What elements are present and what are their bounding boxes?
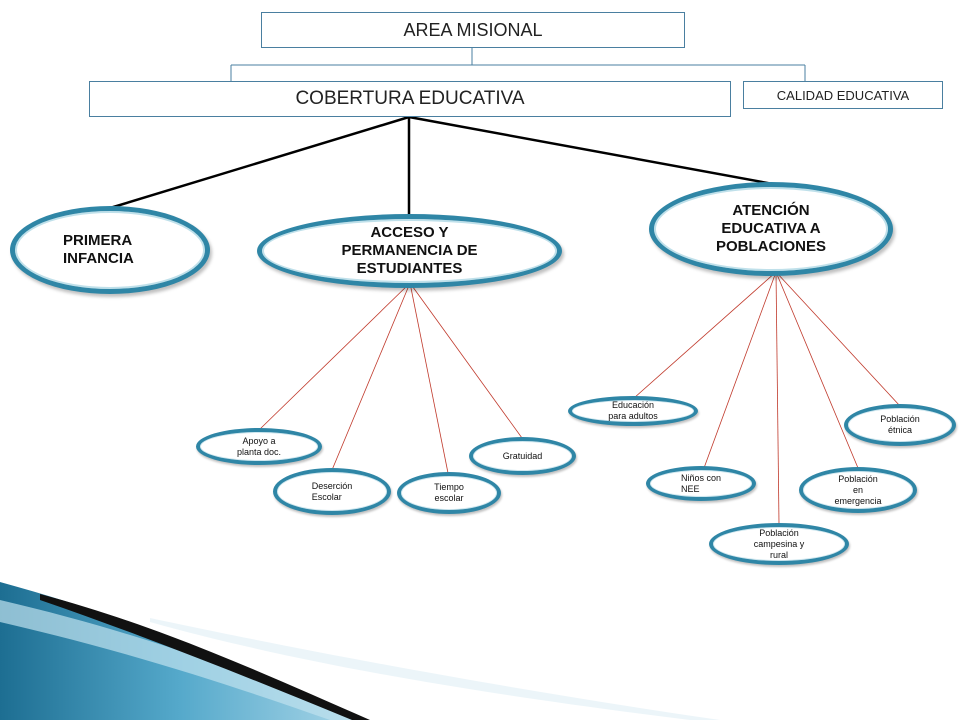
calidad-educativa-box: CALIDAD EDUCATIVA [743,81,943,109]
connector-to-etnica [775,271,901,407]
area-misional-label: AREA MISIONAL [403,19,543,40]
connector-to-desercion [331,282,411,471]
cobertura-educativa-label: COBERTURA EDUCATIVA [295,88,525,109]
atencion-poblaciones-label: ATENCIÓN EDUCATIVA A POBLACIONES [715,202,826,255]
poblacion-emergencia-label: Población en emergencia [834,473,882,506]
apoyo-planta-node: Apoyo a planta doc. [196,428,322,465]
ninos-nee-label: Niños con NEE [680,472,722,494]
cobertura-educativa-box: COBERTURA EDUCATIVA [89,81,731,117]
connector-to-gratuidad [409,282,523,439]
calidad-educativa-label: CALIDAD EDUCATIVA [776,87,910,103]
atencion-poblaciones-node: ATENCIÓN EDUCATIVA A POBLACIONES [649,182,893,276]
desercion-escolar-node: Deserción Escolar [273,468,391,515]
gratuidad-label: Gratuidad [502,450,543,461]
area-misional-box: AREA MISIONAL [261,12,685,48]
tiempo-escolar-node: Tiempo escolar [397,472,501,514]
educacion-adultos-label: Educación para adultos [608,400,658,421]
acceso-permanencia-label: ACCESO Y PERMANENCIA DE ESTUDIANTES [341,224,478,277]
connector-to-primera-infancia [109,115,410,210]
poblacion-etnica-node: Población étnica [844,404,956,446]
connector-to-adultos [633,271,777,399]
poblacion-campesina-label: Población campesina y rural [753,527,805,560]
educacion-adultos-node: Educación para adultos [568,396,698,426]
acceso-permanencia-node: ACCESO Y PERMANENCIA DE ESTUDIANTES [257,214,562,288]
connector-to-nee [703,271,777,469]
primera-infancia-node: PRIMERA INFANCIA [10,206,210,294]
apoyo-planta-label: Apoyo a planta doc. [236,435,282,457]
connector-to-emergencia [775,271,859,469]
gratuidad-node: Gratuidad [469,437,576,475]
poblacion-campesina-node: Población campesina y rural [709,523,849,565]
desercion-escolar-label: Deserción Escolar [311,480,353,502]
poblacion-emergencia-node: Población en emergencia [799,467,917,513]
decorative-swoosh [0,582,720,720]
connector-to-campesina [775,271,780,525]
tiempo-escolar-label: Tiempo escolar [434,482,464,503]
connector-to-tiempo [409,282,449,474]
connector-to-atencion [408,115,774,186]
poblacion-etnica-label: Población étnica [880,414,920,435]
ninos-nee-node: Niños con NEE [646,466,756,501]
primera-infancia-label: PRIMERA INFANCIA [63,232,134,267]
connector-to-apoyo [258,282,411,431]
